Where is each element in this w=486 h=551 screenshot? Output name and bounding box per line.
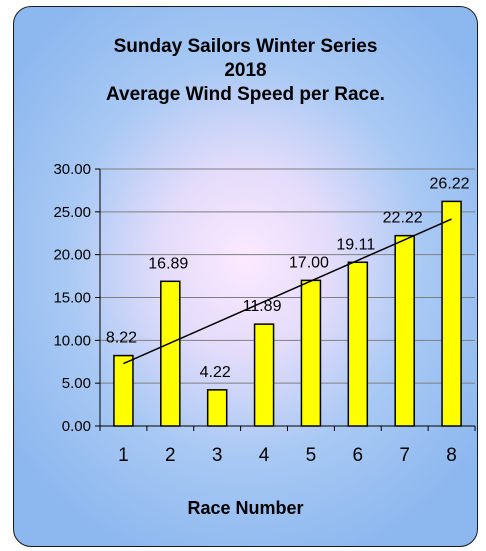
x-tick-label: 5 [306,445,317,466]
y-tick-label: 5.00 [62,375,91,392]
trendline [123,218,452,365]
data-label: 17.00 [289,254,329,271]
x-tick-label: 2 [165,445,176,466]
data-label: 26.22 [430,175,470,192]
x-tick-label: 4 [259,445,270,466]
bar [347,261,369,427]
chart-title-line-3: Average Wind Speed per Race. [106,84,385,105]
data-label: 4.22 [200,364,231,381]
x-tick-label: 8 [446,445,457,466]
bar [253,323,275,427]
chart-panel: Sunday Sailors Winter Series 2018 Averag… [13,6,478,547]
bar [113,354,134,427]
data-label: 22.22 [383,210,423,227]
data-label: 16.89 [148,255,188,272]
bar [441,200,462,427]
x-tick-label: 3 [212,445,223,466]
y-tick-label: 20.00 [53,247,91,264]
y-tick-label: 0.00 [62,418,91,435]
bar [300,279,322,427]
bar [206,389,228,427]
x-tick-label: 7 [399,445,410,466]
y-tick-label: 15.00 [53,290,91,307]
x-axis-label: Race Number [187,498,304,518]
bar [394,234,415,427]
y-tick-label: 25.00 [53,204,91,221]
bar-chart: 0.00 5.00 10.00 15.00 20.00 25.00 30.00 1 8.22 2 1… [53,161,476,466]
y-tick-label: 10.00 [53,332,91,349]
chart-title-line-1: Sunday Sailors Winter Series [113,36,378,57]
bar [160,280,181,427]
chart-title-line-2: 2018 [224,60,267,81]
y-tick-label: 30.00 [53,161,91,178]
x-tick-label: 1 [118,445,129,466]
data-label: 11.89 [243,298,282,315]
x-tick-label: 6 [353,445,364,466]
data-label: 19.11 [336,236,375,253]
data-label: 8.22 [106,330,137,347]
